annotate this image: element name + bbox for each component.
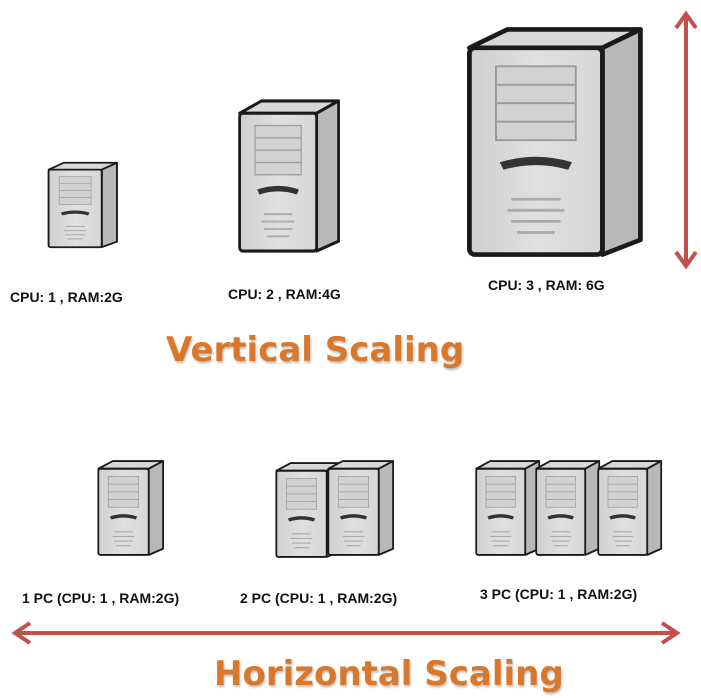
server-tower-icon [594, 458, 664, 558]
server-tower-icon [233, 96, 343, 256]
double-headed-vertical-arrow-icon [674, 10, 698, 270]
horizontal-scaling-title: Horizontal Scaling [214, 654, 564, 694]
server-tower-icon [458, 22, 648, 262]
vertical-scaling-title: Vertical Scaling [166, 330, 465, 370]
horizontal-group-3-caption: 3 PC (CPU: 1 , RAM:2G) [480, 586, 638, 602]
server-tower-icon [44, 160, 120, 250]
double-headed-horizontal-arrow-icon [10, 620, 682, 646]
horizontal-group-2-caption: 2 PC (CPU: 1 , RAM:2G) [240, 590, 398, 606]
vertical-machine-2-caption: CPU: 2 , RAM:4G [228, 286, 341, 302]
horizontal-group-1-caption: 1 PC (CPU: 1 , RAM:2G) [22, 590, 180, 606]
server-tower-icon [324, 458, 396, 558]
server-tower-icon [532, 458, 602, 558]
server-tower-icon [94, 458, 166, 558]
vertical-machine-1-caption: CPU: 1 , RAM:2G [10, 289, 123, 305]
vertical-machine-3-caption: CPU: 3 , RAM: 6G [488, 277, 605, 293]
